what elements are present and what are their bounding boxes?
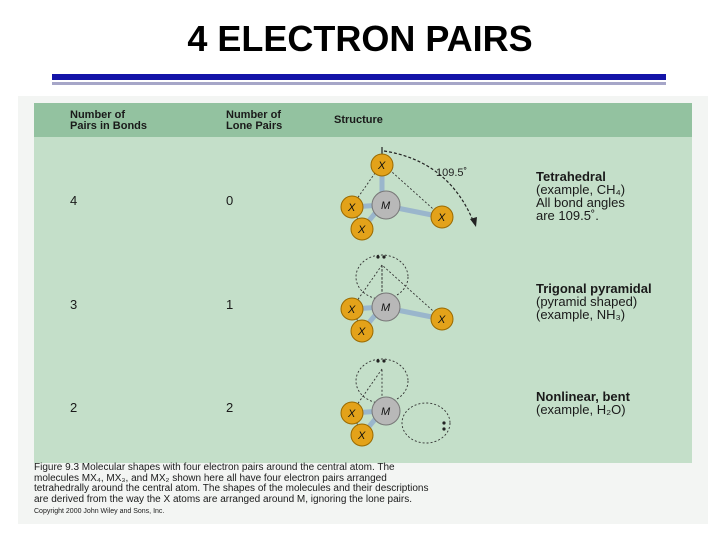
atom-m-label: M [381,302,391,314]
outer-atom-front [350,423,374,447]
atom-x-left-label: X [347,304,356,316]
header-bond-pairs-line2: Pairs in Bonds [70,120,148,132]
bent-molecule-diagram: X X M [340,358,451,447]
header-bond-pairs-line1: Number of [70,109,125,121]
central-atom [371,292,401,322]
row1-description: Tetrahedral (example, CH₄) All bond angl… [536,170,625,222]
copyright-notice: Copyright 2000 John Wiley and Sons, Inc. [34,508,165,515]
outer-atom-left [340,401,364,425]
row3-bond-pairs: 2 [70,400,78,415]
title-underline-shadow [52,82,666,85]
lone-pair-orbital-right [401,402,451,444]
header-lone-pairs-line1: Number of [226,109,281,121]
molecular-shapes-table: Number of Pairs in Bonds Number of Lone … [34,103,692,463]
atom-x-left-label: X [347,408,356,420]
caption-line3: tetrahedrally around the central atom. T… [34,483,429,494]
header-structure: Structure [334,114,383,126]
outer-atom-right [430,307,454,331]
lone-pair-electron [382,255,386,259]
atom-m-label: M [381,200,391,212]
header-bond-pairs: Number of Pairs in Bonds [70,110,147,132]
atom-x-front-label: X [357,224,366,236]
angle-arrowhead [470,217,477,227]
table-header: Number of Pairs in Bonds Number of Lone … [34,103,692,137]
outer-atom-top [370,153,394,177]
bond-angle-label: 109.5˚ [436,167,467,179]
lone-pair-electron [442,427,446,431]
row2-line2: (example, NH₃) [536,307,626,322]
lone-pair-electron [376,255,380,259]
atom-x-front-label: X [357,430,366,442]
row2-description: Trigonal pyramidal (pyramid shaped) (exa… [536,282,652,321]
row2-shape-name: Trigonal pyramidal [536,281,652,296]
atom-x-right-label: X [437,314,446,326]
atom-x-right-label: X [437,212,446,224]
row1-shape-name: Tetrahedral [536,169,606,184]
row3-line1: (example, H₂O) [536,402,626,417]
row2-line1: (pyramid shaped) [536,294,638,309]
caption-line4: are derived from the way the X atoms are… [34,493,412,505]
row3-lone-pairs: 2 [226,400,234,415]
row1-line1: (example, CH₄) [536,182,626,197]
central-atom [371,190,401,220]
row1-line3: are 109.5˚. [536,208,599,223]
lone-pair-orbital-top [355,358,409,404]
outer-atom-right [430,205,454,229]
atom-x-top-label: X [377,160,386,172]
figure-caption: Figure 9.3 Molecular shapes with four el… [34,462,634,518]
trigonal-pyramidal-molecule-diagram: X X X M [340,254,454,343]
lone-pair-electron [442,421,446,425]
row3-shape-name: Nonlinear, bent [536,389,630,404]
outer-atom-left [340,297,364,321]
header-lone-pairs: Number of Lone Pairs [226,110,282,132]
row1-line2: All bond angles [536,195,625,210]
row1-bond-pairs: 4 [70,193,78,208]
atom-x-front-label: X [357,326,366,338]
row2-lone-pairs: 1 [226,297,234,312]
title-underline [52,74,666,80]
caption-line2: molecules MX₄, MX₃, and MX₂ shown here a… [34,472,387,484]
header-lone-pairs-line2: Lone Pairs [226,120,283,132]
row3-description: Nonlinear, bent (example, H₂O) [536,390,630,416]
outer-atom-front [350,217,374,241]
central-atom [371,396,401,426]
row1-lone-pairs: 0 [226,193,234,208]
lone-pair-electron [376,359,380,363]
slide-title: 4 ELECTRON PAIRS [187,18,533,59]
bond-angle-arc [383,150,475,224]
atom-m-label: M [381,406,391,418]
outer-atom-front [350,319,374,343]
lone-pair-electron [382,359,386,363]
outer-atom-left [340,195,364,219]
caption-line1: Figure 9.3 Molecular shapes with four el… [34,462,395,473]
tetrahedral-molecule-diagram: 109.5˚ X X X X M [340,147,477,241]
row2-bond-pairs: 3 [70,297,78,312]
atom-x-left-label: X [347,202,356,214]
